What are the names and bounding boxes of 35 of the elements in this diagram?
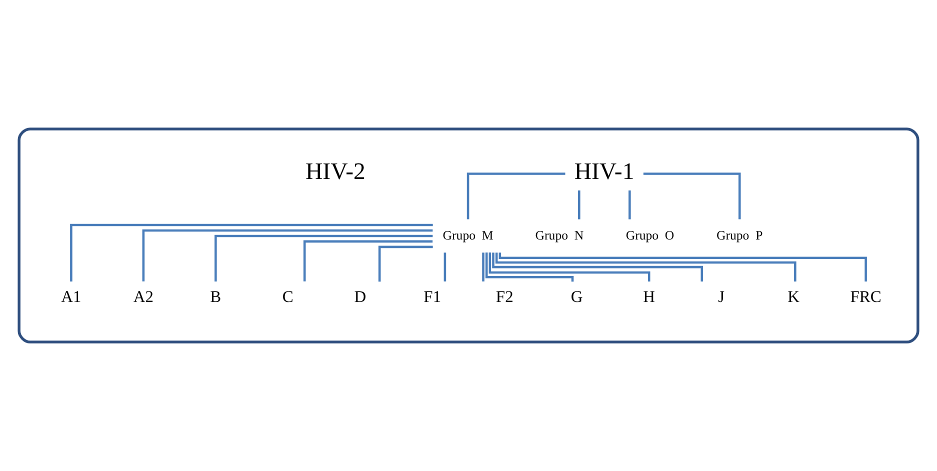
connector	[482, 252, 484, 282]
connector	[495, 252, 796, 282]
connector	[578, 190, 580, 220]
connector	[444, 252, 446, 282]
connector	[142, 229, 433, 282]
connector	[70, 224, 433, 282]
connector	[378, 246, 433, 282]
connector	[466, 172, 566, 220]
cluster	[18, 128, 920, 344]
node-text: Grupo N	[535, 228, 584, 242]
connector	[628, 190, 631, 220]
node-text: B	[210, 287, 222, 306]
node-text: D	[354, 287, 366, 306]
node-text: Grupo P	[716, 228, 763, 242]
node-text: A1	[61, 287, 82, 306]
node-text: HIV-1	[574, 159, 634, 186]
node-text: A2	[133, 287, 154, 306]
node-text: G	[570, 287, 583, 306]
connector	[643, 172, 741, 220]
node-text: Grupo M	[442, 228, 494, 242]
node-text: K	[788, 287, 800, 306]
node-text: C	[282, 287, 294, 306]
node-text: F1	[424, 287, 442, 306]
node-text: HIV-2	[306, 159, 366, 186]
node-text: F2	[496, 287, 514, 306]
node-text: H	[643, 287, 656, 306]
connector	[303, 240, 433, 282]
connector	[214, 234, 433, 282]
node-text: Grupo O	[626, 228, 674, 242]
node-text: J	[718, 287, 725, 306]
node-text: FRC	[850, 287, 882, 306]
connector	[488, 252, 650, 282]
connector	[498, 252, 867, 282]
connector	[485, 252, 574, 282]
connector	[492, 252, 704, 282]
